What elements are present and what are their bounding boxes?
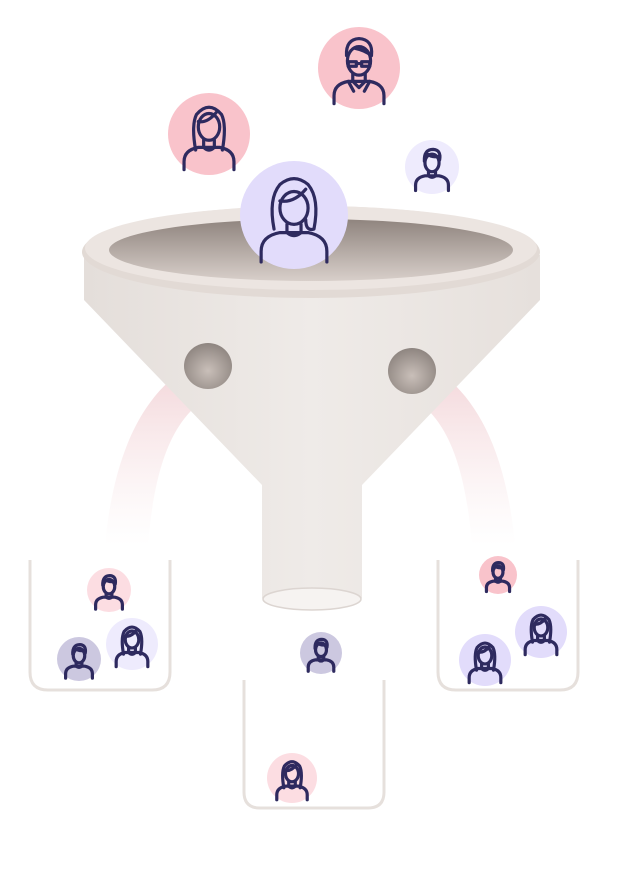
avatar-circle (318, 27, 400, 109)
woman-long-hair-icon (114, 625, 150, 669)
woman-long-hair-icon (467, 641, 503, 685)
woman-bob-hair-icon (259, 177, 329, 264)
woman-long-hair-icon (182, 105, 236, 172)
avatar (479, 556, 517, 594)
avatar (300, 632, 342, 674)
avatar (106, 618, 158, 670)
funnel-body (84, 255, 540, 598)
avatar (318, 27, 400, 109)
avatar (459, 634, 511, 686)
center-bin (242, 680, 386, 810)
left-chute (105, 360, 212, 545)
man-with-glasses-icon (332, 36, 386, 106)
right-outlet-hole (388, 348, 436, 394)
person-short-hair-icon (306, 637, 336, 673)
avatar (515, 606, 567, 658)
avatar (405, 140, 459, 194)
avatar (87, 568, 131, 612)
funnel-spout-opening (262, 587, 362, 611)
avatar-layer (57, 27, 567, 803)
person-short-hair-icon (484, 561, 512, 594)
left-outlet-hole (184, 343, 232, 389)
avatar (57, 637, 101, 681)
person-short-hair-icon (94, 574, 124, 611)
avatar (240, 161, 348, 269)
person-short-hair-icon (413, 147, 451, 193)
person-short-hair-icon (64, 643, 94, 680)
avatar-circle (168, 93, 250, 175)
woman-long-hair-icon (275, 760, 309, 802)
avatar (267, 753, 317, 803)
avatar (168, 93, 250, 175)
avatar-circle (240, 161, 348, 269)
woman-long-hair-icon (523, 613, 559, 657)
left-bin (28, 560, 172, 692)
right-bin (436, 560, 580, 692)
